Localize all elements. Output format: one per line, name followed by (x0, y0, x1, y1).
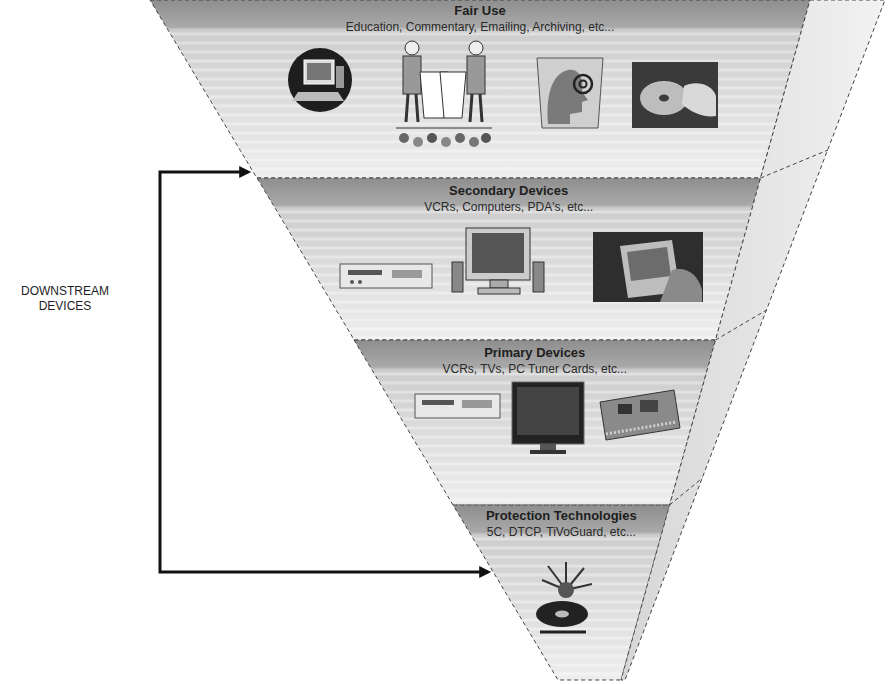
pyramid-band: Primary DevicesVCRs, TVs, PC Tuner Cards… (354, 340, 715, 505)
band-examples: VCRs, Computers, PDA's, etc... (424, 199, 593, 215)
computer-icon (288, 48, 352, 112)
band-examples: Education, Commentary, Emailing, Archivi… (346, 19, 615, 35)
tv-icon (512, 382, 584, 454)
disc-photo-icon (632, 62, 718, 128)
band-examples: VCRs, TVs, PC Tuner Cards, etc... (442, 361, 627, 377)
band-heading: Secondary Devices (449, 183, 568, 199)
vcr-icon (340, 264, 432, 288)
pda-photo-icon (593, 232, 703, 302)
band-heading: Fair Use (454, 3, 505, 19)
band-examples: 5C, DTCP, TiVoGuard, etc... (487, 524, 636, 540)
pyramid-band: Fair UseEducation, Commentary, Emailing,… (150, 0, 810, 178)
pyramid-band: Protection Technologies5C, DTCP, TiVoGua… (453, 505, 670, 680)
bracket-label: DOWNSTREAM DEVICES (10, 284, 120, 314)
vcr-icon (415, 394, 500, 418)
email-head-icon (537, 58, 603, 128)
band-heading: Primary Devices (484, 345, 585, 361)
pyramid-band: Secondary DevicesVCRs, Computers, PDA's,… (257, 178, 761, 340)
band-heading: Protection Technologies (486, 508, 637, 524)
